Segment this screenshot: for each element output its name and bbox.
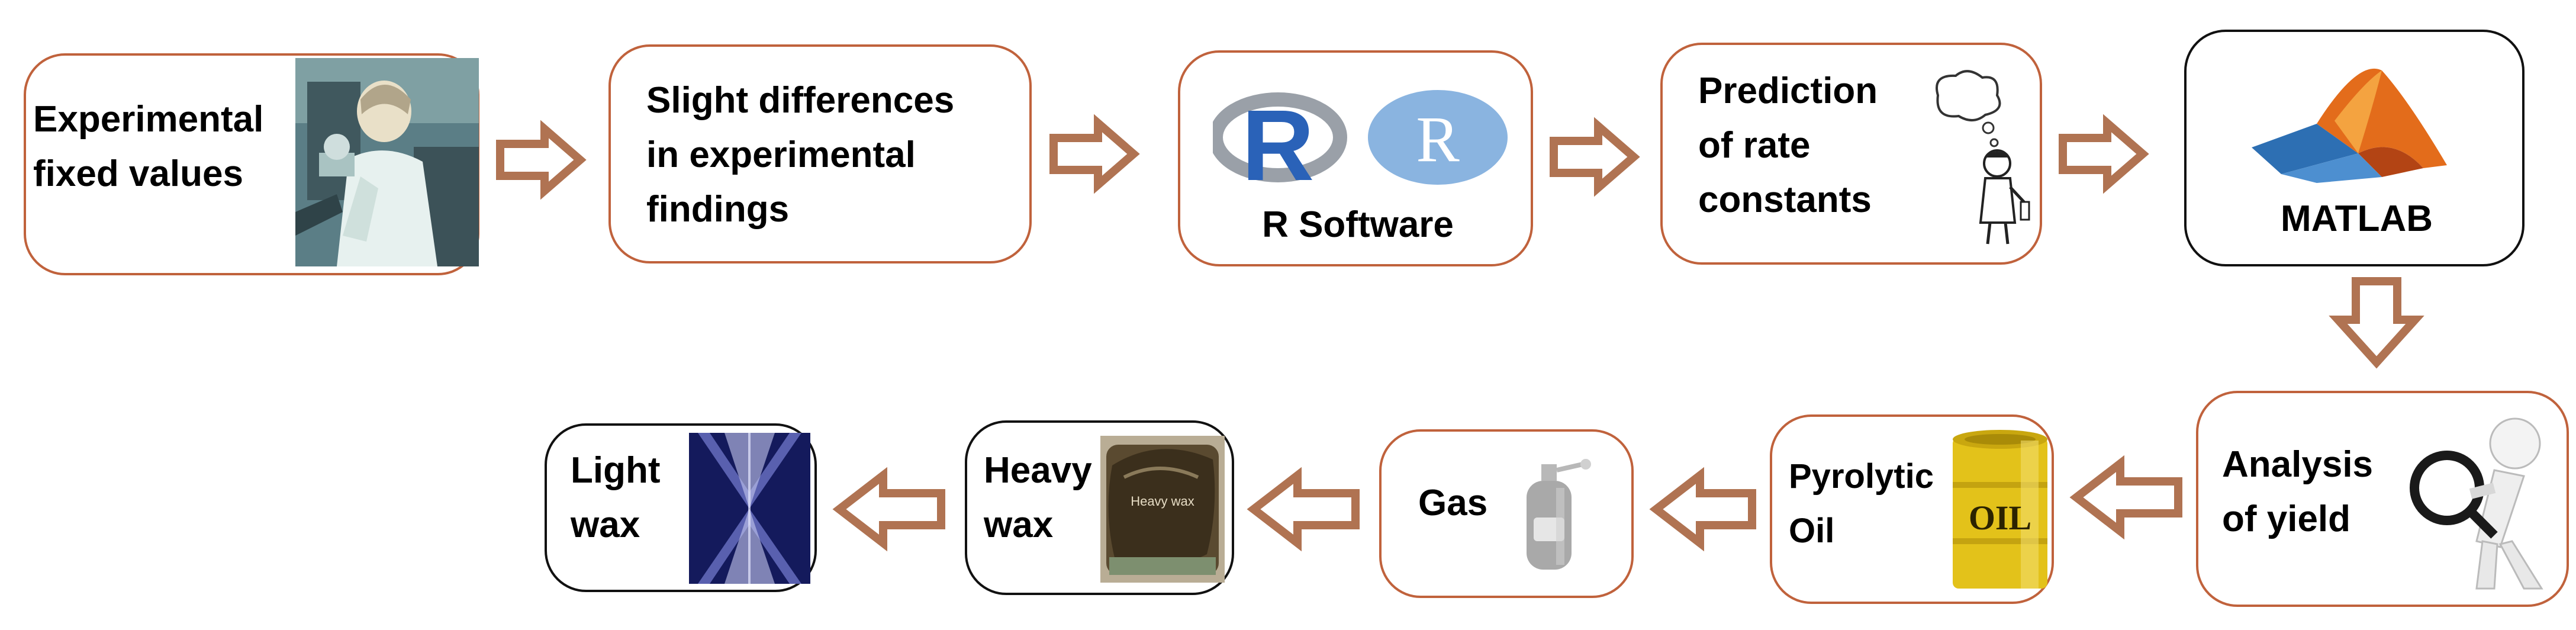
node-light-wax: Light wax bbox=[545, 423, 817, 592]
light-label-line2: wax bbox=[571, 504, 640, 545]
r-logo-letter: R bbox=[1242, 89, 1315, 198]
matlab-label: MATLAB bbox=[2280, 198, 2433, 239]
prediction-label-line1: Prediction bbox=[1698, 70, 1878, 111]
pyrolytic-label-line1: Pyrolytic bbox=[1789, 457, 1934, 496]
node-analysis-of-yield: Analysis of yield bbox=[2196, 391, 2569, 607]
gas-label: Gas bbox=[1418, 483, 1488, 523]
scientist-at-microscope-icon bbox=[295, 58, 479, 266]
r-logo-icon: R R bbox=[1213, 89, 1508, 198]
node-matlab: MATLAB bbox=[2184, 30, 2525, 266]
light-label-line1: Light bbox=[571, 450, 661, 491]
arrow-experimental-to-slight bbox=[496, 120, 587, 200]
pyrolytic-label-line2: Oil bbox=[1789, 512, 1835, 550]
experimental-label-line1: Experimental bbox=[33, 99, 264, 140]
arrow-gas-to-heavy bbox=[1247, 467, 1360, 552]
prediction-label-line2: of rate bbox=[1698, 125, 1811, 166]
oil-barrel-icon: OIL bbox=[1953, 430, 2047, 589]
heavy-wax-photo-icon: Heavy wax bbox=[1100, 436, 1225, 583]
experimental-label-line2: fixed values bbox=[33, 153, 243, 194]
arrow-slight-to-rsoftware bbox=[1049, 114, 1140, 194]
heavy-label-line1: Heavy bbox=[984, 450, 1092, 491]
node-slight-differences: Slight differences in experimental findi… bbox=[608, 44, 1032, 263]
scientist-thinking-icon bbox=[1936, 70, 2030, 245]
arrow-analysis-to-pyrolytic bbox=[2069, 455, 2182, 540]
rsoftware-label: R Software bbox=[1262, 204, 1454, 245]
heavy-label-line2: wax bbox=[984, 504, 1054, 545]
magnifying-glass-figure-icon bbox=[2410, 417, 2543, 590]
arrow-rsoftware-to-prediction bbox=[1550, 117, 1640, 197]
arrow-prediction-to-matlab bbox=[2059, 114, 2149, 194]
arrow-heavy-to-light bbox=[832, 467, 945, 552]
heavy-wax-photo-text: Heavy wax bbox=[1131, 494, 1194, 509]
node-experimental-fixed-values: Experimental fixed values bbox=[24, 53, 479, 275]
slight-label-line2: in experimental bbox=[646, 134, 916, 175]
prediction-label-line3: constants bbox=[1698, 179, 1872, 220]
arrow-pyrolytic-to-gas bbox=[1649, 467, 1756, 552]
analysis-label-line1: Analysis bbox=[2222, 444, 2374, 485]
r-logo-letter-alt: R bbox=[1416, 103, 1460, 175]
slight-label-line3: findings bbox=[646, 189, 790, 230]
matlab-membrane-icon bbox=[2252, 68, 2447, 183]
node-r-software: R R R Software bbox=[1178, 50, 1533, 266]
light-wax-image-icon bbox=[689, 433, 810, 584]
barrel-oil-text: OIL bbox=[1969, 499, 2031, 537]
node-heavy-wax: Heavy wax Heavy wax bbox=[965, 420, 1234, 595]
arrow-matlab-to-analysis bbox=[2329, 277, 2424, 369]
gas-cylinder-icon bbox=[1527, 459, 1591, 570]
node-prediction-rate-constants: Prediction of rate constants bbox=[1660, 43, 2042, 265]
node-gas: Gas bbox=[1379, 429, 1634, 598]
analysis-label-line2: of yield bbox=[2222, 499, 2351, 539]
slight-label-line1: Slight differences bbox=[646, 80, 955, 121]
node-pyrolytic-oil: Pyrolytic Oil OIL bbox=[1770, 414, 2054, 604]
